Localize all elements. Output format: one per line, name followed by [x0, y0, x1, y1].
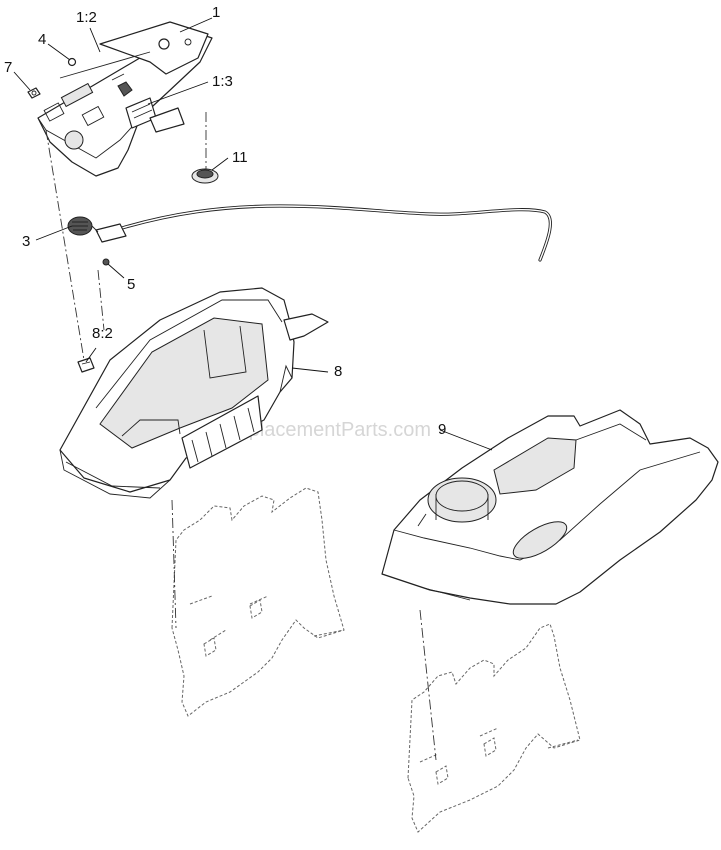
throttle-cable-part — [67, 204, 552, 266]
bolt-item-7 — [27, 87, 41, 99]
callout-label-8-2: 8:2 — [92, 325, 113, 342]
side-panel-ghost-left — [171, 487, 345, 717]
callout-label-4: 4 — [38, 31, 46, 48]
callout-label-3: 3 — [22, 233, 30, 250]
shroud-part — [381, 409, 719, 605]
callout-label-1-3: 1:3 — [212, 73, 233, 90]
clip-item-8-2 — [77, 357, 95, 373]
watermark-text: eReplacementParts.com — [212, 419, 431, 441]
side-panel-ghost-right — [407, 623, 581, 833]
callout-label-9: 9 — [438, 421, 446, 438]
leader-lines — [13, 17, 493, 451]
screw-item-4 — [67, 57, 77, 67]
callout-label-1-2: 1:2 — [76, 9, 97, 26]
callout-label-1: 1 — [212, 4, 220, 21]
pod-housing-part — [59, 287, 329, 499]
callout-label-7: 7 — [4, 59, 12, 76]
callout-label-8: 8 — [334, 363, 342, 380]
control-panel-part — [37, 21, 213, 177]
callout-label-11: 11 — [232, 149, 248, 166]
grommet-item-11 — [191, 168, 219, 184]
callout-label-5: 5 — [127, 276, 135, 293]
